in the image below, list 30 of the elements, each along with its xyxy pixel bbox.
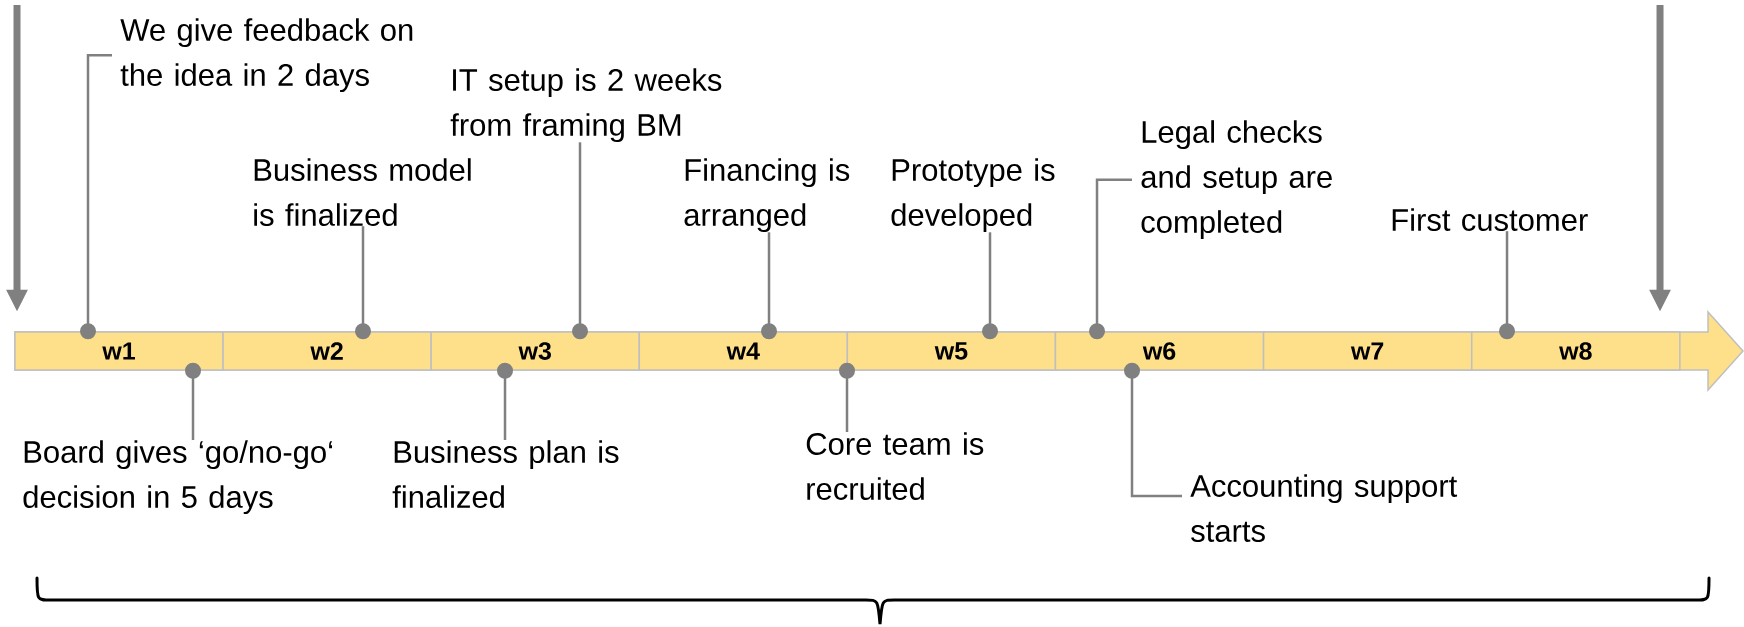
milestone-label: Legal checks and setup are completed [1141,120,1332,240]
week-cell: w1 [14,331,224,371]
milestone-label: We give feedback on the idea in 2 days [120,18,413,93]
week-cell: w2 [222,331,432,371]
week-cell: w7 [1262,331,1473,371]
milestone-label: First customer [1392,208,1588,231]
milestone-label: Core team is recruited [806,432,984,500]
leader-line [761,232,777,340]
milestone-label: Business plan is finalized [392,440,619,508]
leader-line [355,226,371,340]
leader-line [1499,231,1515,340]
week-cell: w5 [846,331,1057,371]
week-cell: w6 [1054,331,1265,371]
leader-line [982,232,998,340]
leader-line [185,362,201,440]
leader-line [1089,178,1132,340]
leader-line [1124,362,1182,498]
week-cell: w3 [430,331,640,371]
milestone-label: Board gives ‘go/no-go‘ decision in 5 days [23,440,333,515]
leader-line [497,362,513,440]
milestone-label: Prototype is developed [891,158,1055,233]
week-cell: w4 [638,331,849,371]
milestone-label: IT setup is 2 weeks from framing BM [450,68,722,143]
milestone-label: Financing is arranged [684,158,850,233]
milestone-label: Business model is finalized [254,158,471,226]
leader-line [839,362,855,432]
leader-line [80,53,112,340]
week-cell: w8 [1471,331,1681,371]
milestone-label: Accounting support starts [1190,474,1458,542]
leader-line [572,142,588,340]
